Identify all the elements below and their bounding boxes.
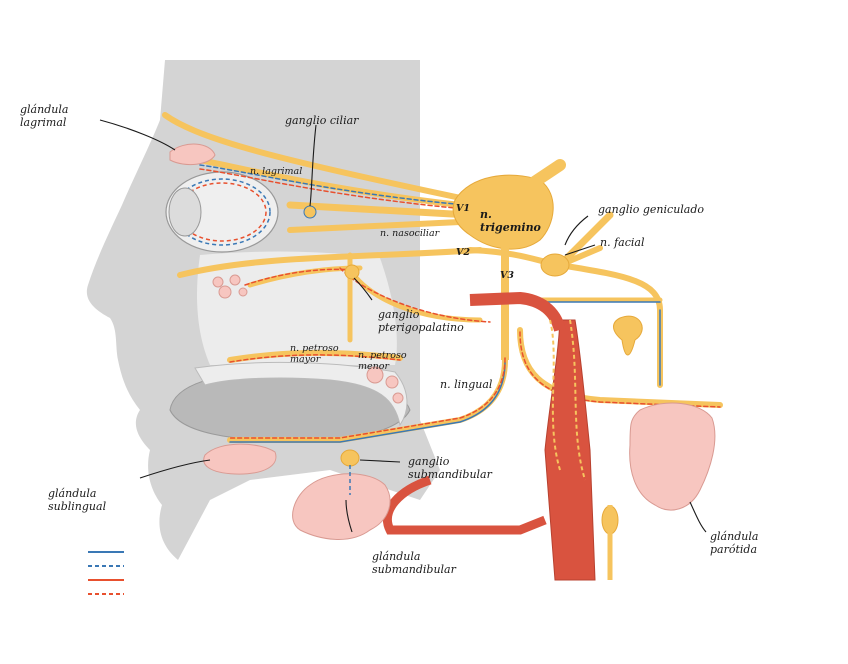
palatal-glands — [366, 366, 404, 404]
trigeminal-root — [524, 159, 566, 191]
label-ciliary-ganglion: ganglio ciliar — [285, 114, 359, 127]
label-v2: V2 — [456, 247, 470, 258]
label-v1: V1 — [456, 203, 470, 214]
nerve-v1-bundle — [162, 112, 474, 233]
lacrimal-gland — [169, 143, 216, 166]
otic-ganglion — [613, 315, 643, 356]
lingual-nerve — [227, 327, 723, 443]
label-geniculate-ganglion: ganglio geniculado — [598, 203, 705, 216]
trigeminal-ganglion — [452, 174, 554, 250]
sublingual-gland — [203, 443, 277, 475]
pterygopalatine-ganglion — [344, 264, 360, 280]
parotid-gland — [629, 402, 716, 511]
geniculate-ganglion — [540, 253, 570, 277]
carotid-artery — [382, 291, 596, 581]
eye — [165, 171, 279, 253]
label-lingual-nerve: n. lingual — [440, 378, 493, 391]
label-lacrimal-nerve: n. lagrimal — [250, 166, 303, 177]
label-trigeminal-nerve: n.trigemino — [480, 208, 541, 234]
palate — [194, 361, 408, 427]
label-facial-nerve: n. facial — [600, 236, 645, 249]
ciliary-ganglion — [303, 205, 317, 219]
head-silhouette — [0, 0, 178, 660]
nasal-cavity — [197, 251, 397, 365]
legend — [88, 551, 124, 595]
pointer-lines — [99, 119, 707, 533]
label-v3: V3 — [500, 270, 514, 281]
label-nasociliary-nerve: n. nasociliar — [380, 228, 440, 239]
nasal-glands — [212, 274, 248, 299]
submandibular-gland — [292, 473, 391, 540]
submandibular-ganglion — [340, 449, 360, 467]
